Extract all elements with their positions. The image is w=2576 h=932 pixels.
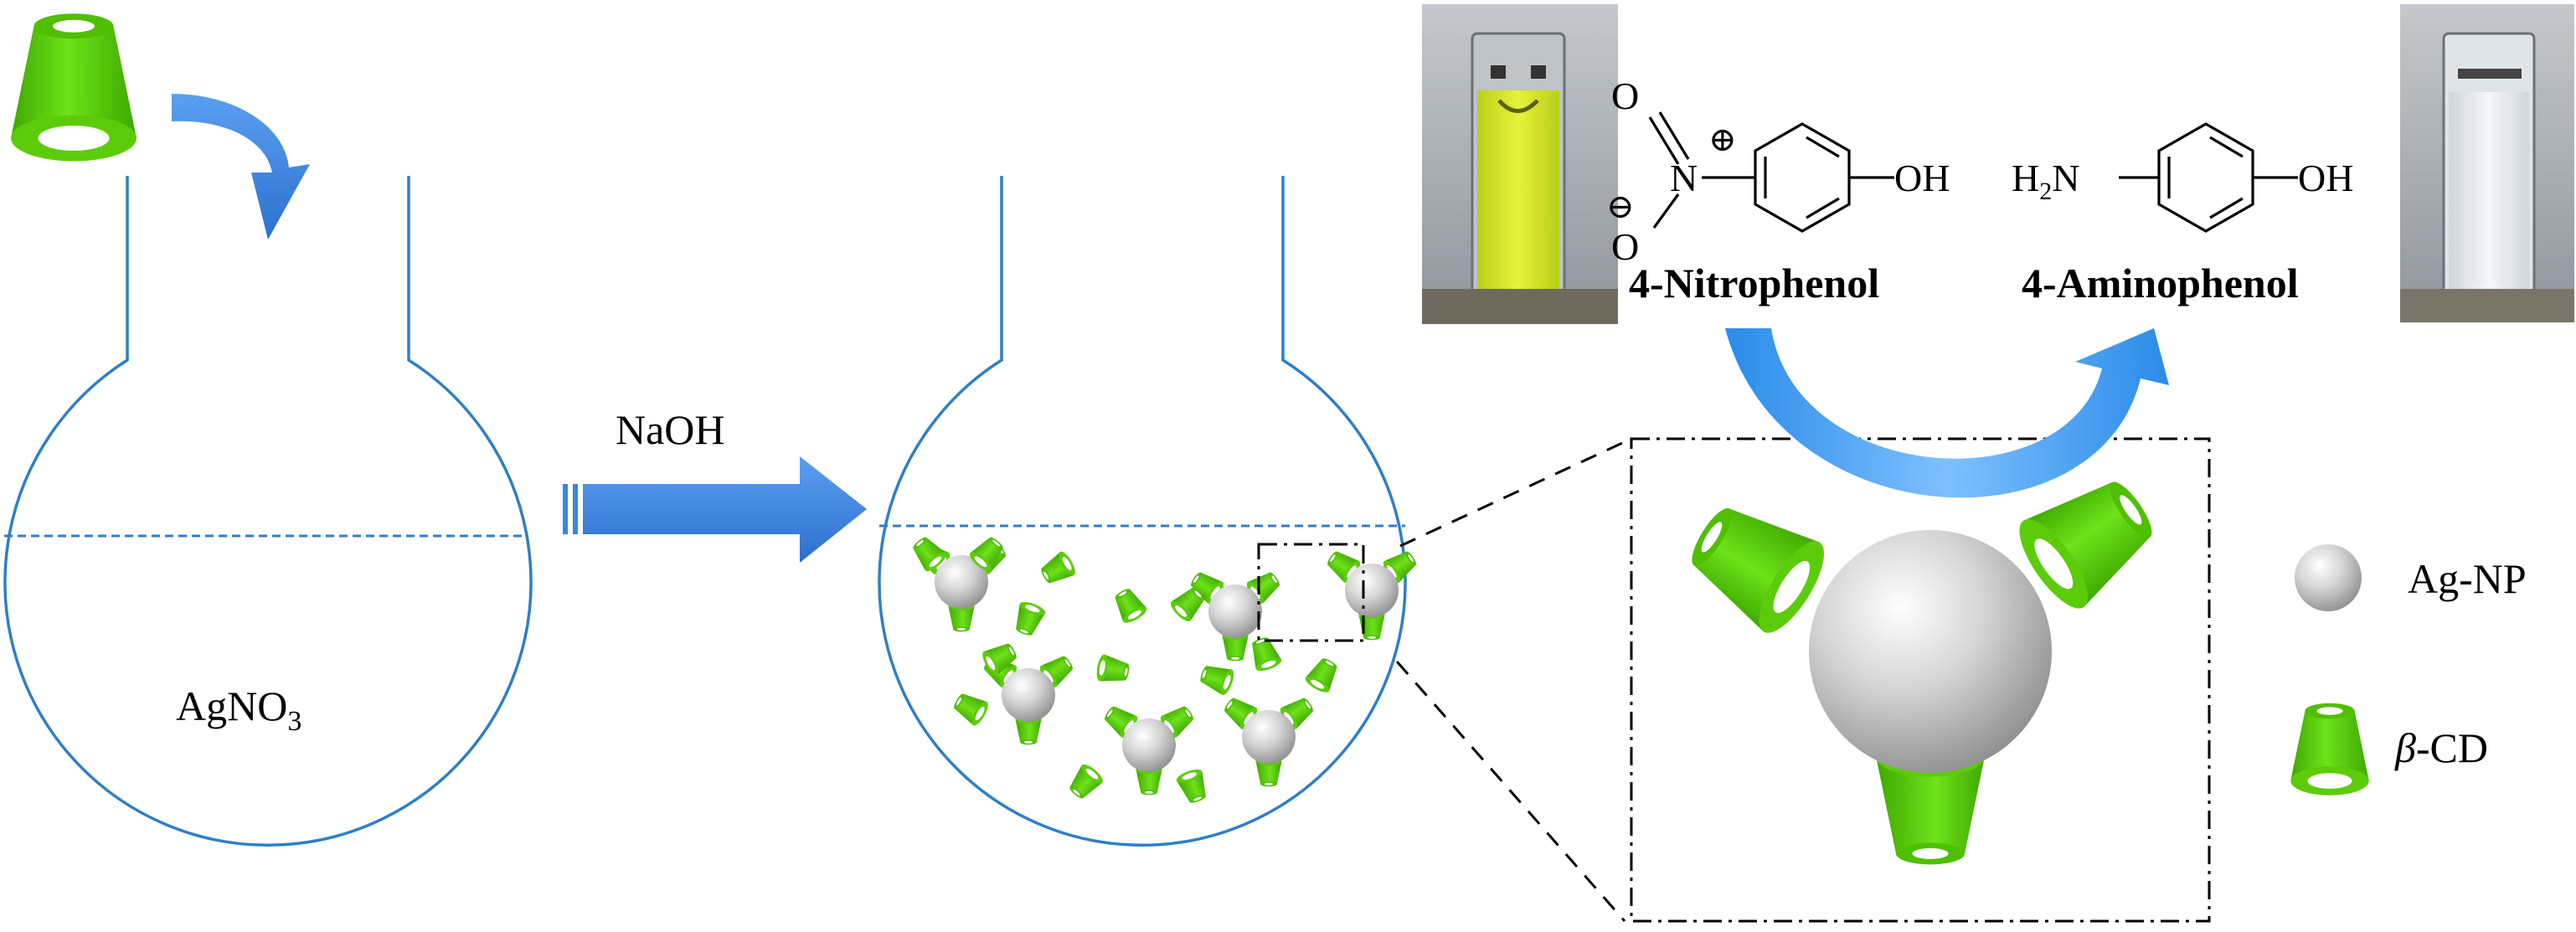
zoom-line-top (1399, 437, 1632, 548)
svg-text:OH: OH (1894, 157, 1950, 199)
reaction-arrow-icon (563, 456, 867, 563)
clear-cuvette-photo (2400, 4, 2574, 322)
svg-text:O: O (1611, 75, 1639, 117)
ag-np-detail (1674, 461, 2170, 865)
svg-text:⊖: ⊖ (1606, 188, 1635, 225)
svg-text:O: O (1611, 225, 1639, 268)
legend-ag-np-icon (2295, 544, 2362, 611)
nitrophenol-structure: O N ⊕ ⊖ O OH (1606, 75, 1950, 268)
aminophenol-structure: H2N OH (2012, 122, 2353, 233)
zoom-source-box (1257, 543, 1365, 642)
reduction-arrow-icon (1725, 328, 2169, 498)
flask-right (878, 176, 1407, 847)
legend-ag-np-label: Ag-NP (2408, 555, 2527, 602)
legend-beta-cd-icon (2290, 703, 2369, 796)
beta-cd-icon (11, 13, 137, 162)
beta-cd-icon (1674, 487, 1837, 642)
reactant-label: 4-Nitrophenol (1629, 260, 1879, 306)
legend-beta-cd-label: β-CD (2394, 724, 2488, 771)
reagent-label: NaOH (616, 406, 725, 453)
yellow-cuvette-photo (1422, 4, 1618, 324)
legend: Ag-NP β-CD (2290, 544, 2527, 796)
svg-text:OH: OH (2298, 157, 2353, 199)
zoom-detail-box (1630, 437, 2211, 923)
flask-left (3, 176, 533, 847)
svg-text:N: N (1670, 157, 1698, 199)
add-arrow-icon (172, 94, 310, 239)
precursor-label: AgNO3 (176, 682, 301, 737)
ag-np-large (1809, 530, 2052, 773)
product-label: 4-Aminophenol (2022, 260, 2299, 306)
svg-text:⊕: ⊕ (1708, 121, 1737, 158)
ag-np-cluster (1220, 693, 1317, 786)
zoom-line-bottom (1395, 661, 1626, 922)
svg-text:H2N: H2N (2012, 157, 2079, 205)
